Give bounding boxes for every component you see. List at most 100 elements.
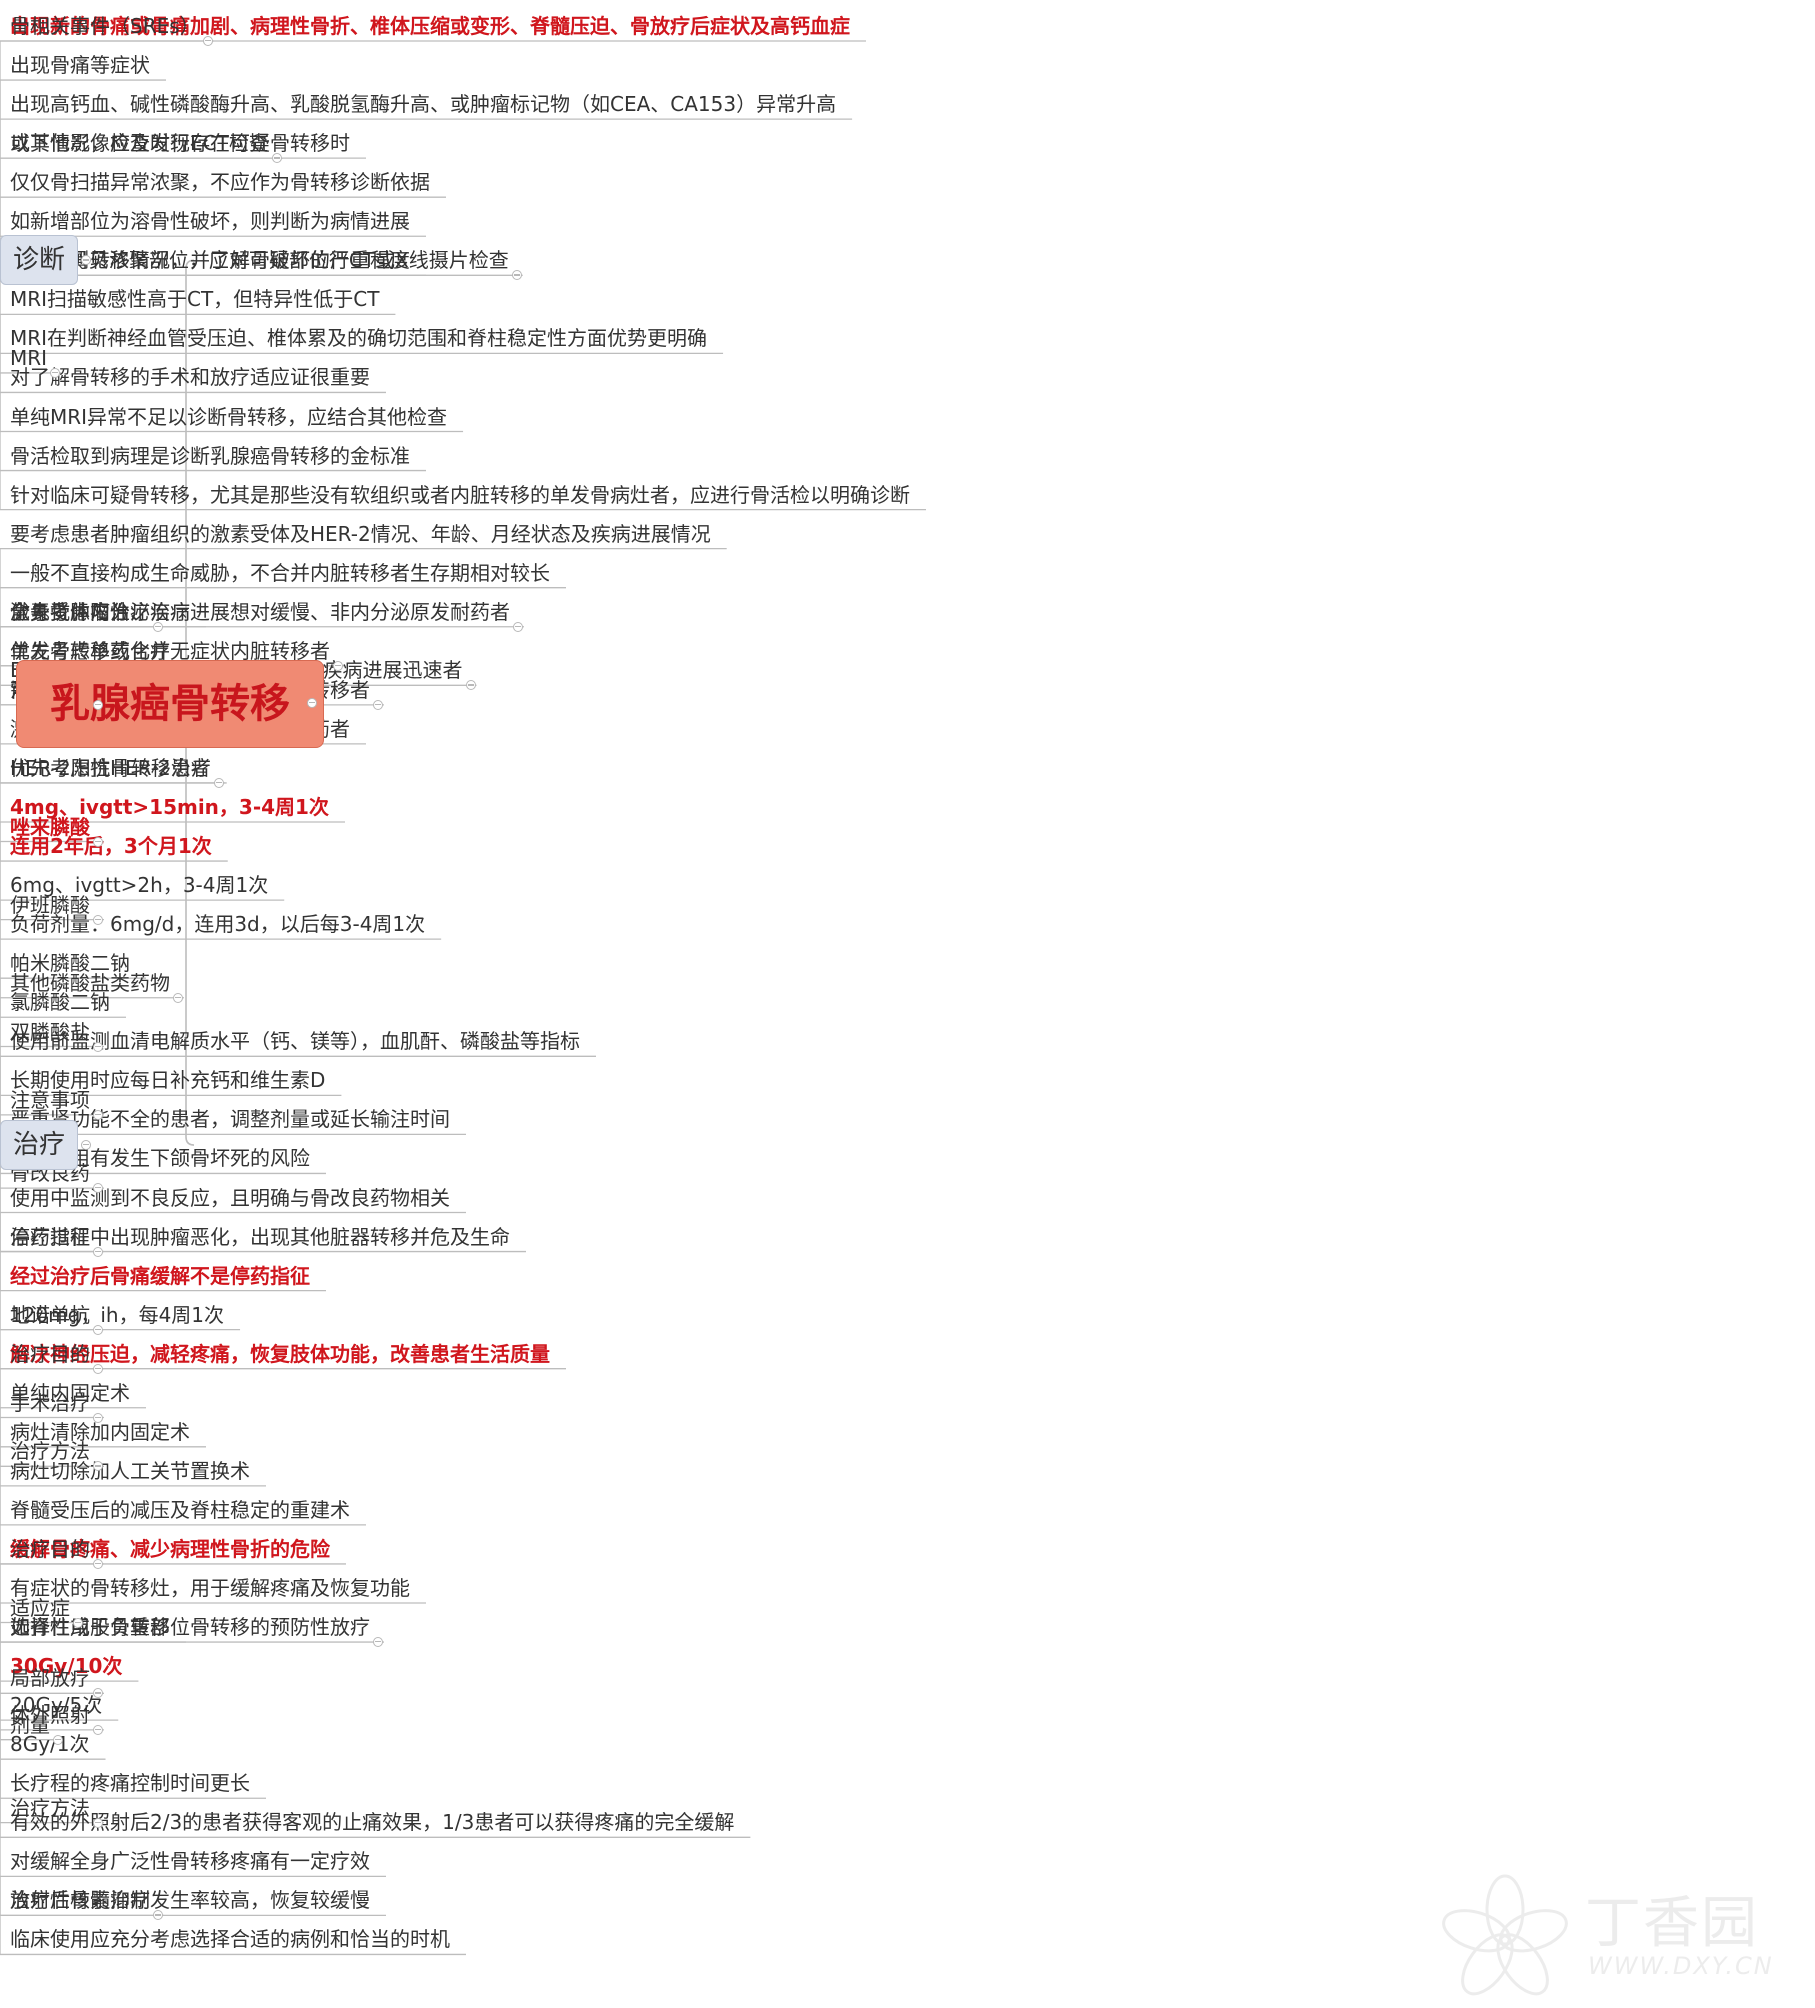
leaf-topic[interactable]: 要考虑患者肿瘤组织的激素受体及HER-2情况、年龄、月经状态及疾病进展情况 bbox=[10, 521, 711, 546]
collapse-toggle-icon[interactable] bbox=[93, 1246, 103, 1257]
category-topic[interactable]: 诊断 bbox=[0, 235, 79, 286]
collapse-toggle-icon[interactable] bbox=[93, 836, 103, 847]
branch-topic[interactable]: 地诺单抗 bbox=[10, 1302, 90, 1327]
collapse-toggle-icon[interactable] bbox=[93, 1324, 103, 1335]
collapse-toggle-icon[interactable] bbox=[81, 1140, 92, 1151]
leaf-topic[interactable]: 6mg、ivgtt>2h，3-4周1次 bbox=[10, 873, 269, 898]
branch-topic[interactable]: 以下情况，应及时行ECT检查 bbox=[10, 131, 269, 156]
branch-topic[interactable]: ECT检测见浓聚部位，应对可疑部位行CT或X线摄片检查 bbox=[10, 248, 509, 273]
leaf-topic[interactable]: 解决神经压迫，减轻疼痛，恢复肢体功能，改善患者生活质量 bbox=[10, 1341, 550, 1366]
collapse-toggle-icon[interactable] bbox=[373, 1637, 383, 1648]
branch-topic[interactable]: 全身抗肿瘤治疗 bbox=[10, 599, 150, 624]
leaf-topic[interactable]: 治疗过程中出现肿瘤恶化，出现其他脏器转移并危及生命 bbox=[10, 1224, 510, 1249]
leaf-topic[interactable]: 如新增部位为溶骨性破坏，则判断为病情进展 bbox=[10, 209, 410, 234]
leaf-topic[interactable]: MRI在判断神经血管受压迫、椎体累及的确切范围和脊柱稳定性方面优势更明确 bbox=[10, 326, 708, 351]
leaf-topic[interactable]: 氯膦酸二钠 bbox=[10, 990, 110, 1015]
leaf-topic[interactable]: 经过治疗后骨痛缓解不是停药指征 bbox=[10, 1263, 310, 1288]
leaf-topic[interactable]: 优先考虑内分泌治疗 bbox=[10, 599, 190, 624]
leaf-topic[interactable]: 20Gy/5次 bbox=[10, 1693, 103, 1718]
collapse-toggle-icon[interactable] bbox=[307, 697, 317, 708]
leaf-topic[interactable]: 使用中监测到不良反应，且明确与骨改良药物相关 bbox=[10, 1185, 450, 1210]
collapse-toggle-icon[interactable] bbox=[153, 1910, 163, 1921]
branch-topic[interactable]: 单发骨转移或合并无症状内脏转移者 bbox=[10, 638, 330, 663]
leaf-topic[interactable]: 4mg、ivgtt>15min，3-4周1次 bbox=[10, 795, 329, 819]
leaf-topic[interactable]: 出现高钙血、碱性磷酸酶升高、乳酸脱氢酶升高、或肿瘤标记物（如CEA、CA153）… bbox=[10, 92, 837, 117]
branch-topic[interactable]: 局部放疗 bbox=[10, 1666, 90, 1691]
leaf-topic[interactable]: 骨活检取到病理是诊断乳腺癌骨转移的金标准 bbox=[10, 443, 410, 468]
collapse-toggle-icon[interactable] bbox=[93, 914, 103, 925]
collapse-toggle-icon[interactable] bbox=[73, 1617, 83, 1628]
leaf-topic[interactable]: 30Gy/10次 bbox=[10, 1654, 123, 1679]
leaf-topic[interactable]: 长期使用时应每日补充钙和维生素D bbox=[10, 1068, 326, 1093]
leaf-topic[interactable]: 使用前监测血清电解质水平（钙、镁等），血肌酐、磷酸盐等指标 bbox=[10, 1029, 580, 1054]
leaf-topic[interactable]: 优先考虑单药化疗 bbox=[10, 638, 170, 663]
collapse-toggle-icon[interactable] bbox=[271, 153, 282, 164]
branch-topic[interactable]: MRI bbox=[10, 345, 48, 370]
branch-topic[interactable]: 双膦酸盐 bbox=[10, 1019, 90, 1044]
branch-topic[interactable]: 剂量 bbox=[10, 1712, 50, 1737]
leaf-topic[interactable]: 如脊柱或股骨转移 bbox=[10, 1615, 170, 1640]
leaf-topic[interactable]: 一般不直接构成生命威胁，不合并内脏转移者生存期相对较长 bbox=[10, 560, 550, 585]
branch-topic[interactable]: 治疗目的 bbox=[10, 1341, 90, 1366]
leaf-topic[interactable]: 单纯内固定术 bbox=[10, 1380, 130, 1405]
leaf-topic[interactable]: 单纯MRI异常不足以诊断骨转移，应结合其他检查 bbox=[10, 404, 448, 429]
collapse-toggle-icon[interactable] bbox=[93, 1363, 103, 1374]
leaf-topic[interactable]: 负荷剂量：6mg/d，连用3d，以后每3-4周1次 bbox=[10, 912, 426, 937]
branch-topic[interactable]: 适应症 bbox=[10, 1595, 70, 1620]
leaf-topic[interactable]: 治疗后骨髓抑制发生率较高，恢复较缓慢 bbox=[10, 1888, 370, 1913]
collapse-toggle-icon[interactable] bbox=[511, 270, 522, 281]
branch-topic[interactable]: 治疗方法 bbox=[10, 1439, 90, 1464]
collapse-toggle-icon[interactable] bbox=[213, 777, 224, 788]
collapse-toggle-icon[interactable] bbox=[373, 699, 383, 710]
root-topic[interactable]: 乳腺癌骨转移 bbox=[16, 659, 324, 748]
collapse-toggle-icon[interactable] bbox=[50, 367, 61, 378]
leaf-topic[interactable]: 优先考虑抗HER-2治疗 bbox=[10, 755, 211, 780]
branch-topic[interactable]: HER-2阳性骨转移患者 bbox=[10, 755, 211, 780]
leaf-topic[interactable]: 脊髓受压后的减压及脊柱稳定的重建术 bbox=[10, 1497, 350, 1522]
collapse-toggle-icon[interactable] bbox=[513, 621, 523, 632]
branch-topic[interactable]: 伊班膦酸 bbox=[10, 892, 90, 917]
collapse-toggle-icon[interactable] bbox=[93, 1461, 103, 1472]
branch-topic[interactable]: 放射性核素治疗 bbox=[10, 1888, 150, 1913]
leaf-topic[interactable]: 对缓解全身广泛性骨转移疼痛有一定疗效 bbox=[10, 1849, 370, 1874]
branch-topic[interactable]: 唑来膦酸 bbox=[10, 814, 90, 839]
collapse-toggle-icon[interactable] bbox=[93, 1817, 103, 1828]
leaf-topic[interactable]: 针对临床可疑骨转移，尤其是那些没有软组织或者内脏转移的单发骨病灶者，应进行骨活检… bbox=[10, 482, 910, 507]
collapse-toggle-icon[interactable] bbox=[93, 1558, 103, 1569]
collapse-toggle-icon[interactable] bbox=[93, 699, 103, 710]
category-topic[interactable]: 治疗 bbox=[0, 1120, 79, 1171]
branch-topic[interactable]: 其他磷酸盐类药物 bbox=[10, 970, 170, 995]
collapse-toggle-icon[interactable] bbox=[93, 1109, 103, 1120]
branch-topic[interactable]: 骨相关事件（SREs） bbox=[10, 14, 200, 38]
collapse-toggle-icon[interactable] bbox=[93, 1688, 103, 1699]
collapse-toggle-icon[interactable] bbox=[93, 1412, 103, 1423]
leaf-topic[interactable]: MRI扫描敏感性高于CT，但特异性低于CT bbox=[10, 287, 380, 312]
leaf-topic[interactable]: 有症状的骨转移灶，用于缓解疼痛及恢复功能 bbox=[10, 1576, 410, 1600]
leaf-topic[interactable]: 120mg，ih，每4周1次 bbox=[10, 1302, 225, 1327]
branch-topic[interactable]: 注意事项 bbox=[10, 1087, 90, 1112]
collapse-toggle-icon[interactable] bbox=[53, 1734, 63, 1745]
branch-topic[interactable]: 停药指征 bbox=[10, 1224, 90, 1249]
branch-topic[interactable]: 治疗目的 bbox=[10, 1536, 90, 1561]
collapse-toggle-icon[interactable] bbox=[173, 992, 183, 1003]
collapse-toggle-icon[interactable] bbox=[81, 255, 92, 266]
branch-topic[interactable]: 体外照射 bbox=[10, 1702, 90, 1727]
leaf-topic[interactable]: 连用2年后，3个月1次 bbox=[10, 834, 212, 859]
branch-topic[interactable]: 手术治疗 bbox=[10, 1390, 90, 1415]
branch-topic[interactable]: 治疗方法 bbox=[10, 1795, 90, 1820]
leaf-topic[interactable]: 缓解骨疼痛、减少病理性骨折的危险 bbox=[10, 1536, 330, 1561]
collapse-toggle-icon[interactable] bbox=[333, 660, 343, 671]
branch-topic[interactable]: 激素受体阳性、疾病进展想对缓慢、非内分泌原发耐药者 bbox=[10, 599, 510, 624]
leaf-topic[interactable]: 8Gy/1次 bbox=[10, 1732, 90, 1757]
leaf-topic[interactable]: 仅仅骨扫描异常浓聚，不应作为骨转移诊断依据 bbox=[10, 170, 430, 195]
collapse-toggle-icon[interactable] bbox=[93, 1041, 103, 1052]
leaf-topic[interactable]: 临床使用应充分考虑选择合适的病例和恰当的时机 bbox=[10, 1927, 450, 1952]
leaf-topic[interactable]: 对了解骨转移的手术和放疗适应证很重要 bbox=[10, 365, 370, 390]
leaf-topic[interactable]: 帕米膦酸二钠 bbox=[10, 951, 130, 976]
collapse-toggle-icon[interactable] bbox=[93, 1183, 103, 1194]
leaf-topic[interactable]: 长疗程的疼痛控制时间更长 bbox=[10, 1771, 250, 1796]
leaf-topic[interactable]: 或其他影像检查发现存在可疑骨转移时 bbox=[10, 131, 350, 156]
leaf-topic[interactable]: 病灶切除加人工关节置换术 bbox=[10, 1458, 250, 1483]
collapse-toggle-icon[interactable] bbox=[93, 1724, 103, 1735]
leaf-topic[interactable]: 严重肾功能不全的患者，调整剂量或延长输注时间 bbox=[10, 1107, 450, 1132]
